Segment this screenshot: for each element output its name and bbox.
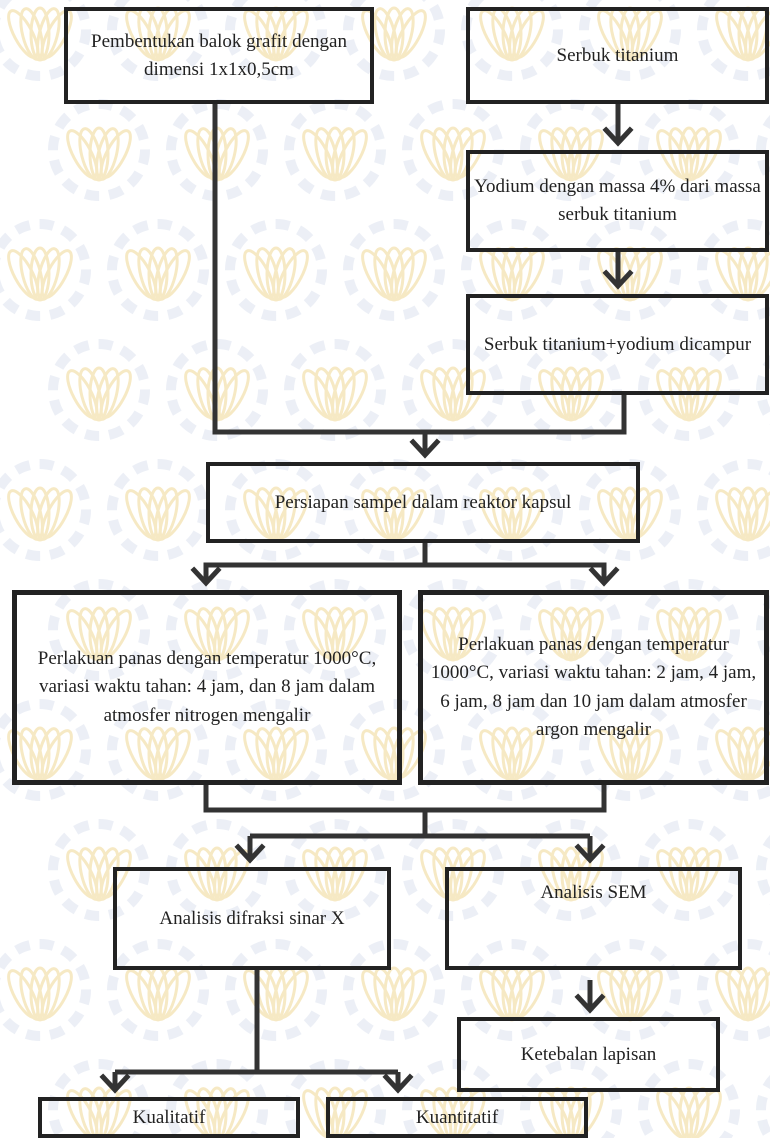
arrowhead-sem: [574, 843, 606, 864]
emblem-watermark-icon: [0, 459, 91, 561]
emblem-watermark-icon: [48, 339, 150, 441]
emblem-watermark-icon: [107, 939, 209, 1041]
emblem-watermark-icon: [697, 0, 770, 81]
arrowhead-qualitative: [99, 1073, 131, 1094]
node-titanium-powder: Serbuk titanium: [466, 7, 769, 104]
node-heat-argon-text: Perlakuan panas dengan temperatur 1000°C…: [430, 633, 757, 741]
node-capsule: Persiapan sampel dalam reaktor kapsul: [206, 462, 640, 543]
emblem-watermark-icon: [520, 579, 622, 681]
node-graphite-block: Pembentukan balok grafit dengan dimensi …: [64, 7, 374, 104]
node-thickness: Ketebalan lapisan: [457, 1017, 720, 1092]
emblem-watermark-icon: [225, 699, 327, 801]
emblem-watermark-icon: [284, 579, 386, 681]
emblem-watermark-icon: [343, 219, 445, 321]
emblem-watermark-icon: [284, 99, 386, 201]
node-heat-argon: Perlakuan panas dengan temperatur 1000°C…: [418, 590, 769, 785]
arrowhead-iodine: [602, 126, 634, 147]
arrowhead-xrd: [234, 843, 266, 864]
emblem-watermark-icon: [0, 219, 91, 321]
emblem-watermark-icon: [48, 579, 150, 681]
connector-mix-to-merge: [425, 395, 627, 435]
node-xrd: Analisis difraksi sinar X: [113, 867, 391, 970]
node-graphite-block-text: Pembentukan balok grafit dengan dimensi …: [91, 30, 347, 80]
node-mix-text: Serbuk titanium+yodium dicampur: [483, 333, 752, 355]
node-iodine: Yodium dengan massa 4% dari massa serbuk…: [466, 150, 769, 252]
emblem-watermark-icon: [107, 459, 209, 561]
node-heat-nitrogen-text: Perlakuan panas dengan temperatur 1000°C…: [37, 647, 377, 726]
node-capsule-text: Persiapan sampel dalam reaktor kapsul: [274, 491, 572, 513]
node-titanium-powder-text: Serbuk titanium: [556, 44, 679, 66]
emblem-watermark-icon: [638, 579, 740, 681]
emblem-watermark-icon: [756, 834, 770, 906]
emblem-watermark-icon: [166, 579, 268, 681]
emblem-watermark-icon: [0, 939, 91, 1041]
emblem-watermark-icon: [638, 1059, 740, 1138]
emblem-watermark-icon: [343, 0, 445, 81]
arrowhead-heat-nitrogen: [190, 566, 222, 587]
emblem-watermark-icon: [402, 1059, 504, 1138]
arrowhead-capsule: [409, 438, 441, 459]
node-quantitative: Kuantitatif: [326, 1097, 588, 1138]
emblem-watermark-icon: [225, 219, 327, 321]
node-qualitative-text: Kualitatif: [132, 1106, 206, 1128]
arrowhead-quantitative: [382, 1073, 414, 1094]
node-xrd-text: Analisis difraksi sinar X: [159, 907, 345, 929]
arrowhead-mix: [602, 269, 634, 290]
emblem-watermark-icon: [48, 99, 150, 201]
node-sem-text: Analisis SEM: [540, 882, 647, 903]
node-mix: Serbuk titanium+yodium dicampur: [466, 294, 769, 395]
emblem-watermark-icon: [284, 339, 386, 441]
emblem-watermark-icon: [756, 1074, 770, 1138]
connector-heat-merge: [203, 785, 607, 813]
node-heat-nitrogen: Perlakuan panas dengan temperatur 1000°C…: [12, 590, 402, 785]
emblem-watermark-icon: [756, 594, 770, 666]
node-qualitative: Kualitatif: [38, 1097, 300, 1138]
connector-capsule-split-right: [425, 562, 607, 583]
emblem-watermark-icon: [697, 459, 770, 561]
emblem-watermark-icon: [107, 0, 209, 81]
connector-graphite-to-merge: [212, 104, 425, 435]
emblem-watermark-icon: [107, 219, 209, 321]
arrowhead-heat-argon: [588, 566, 620, 587]
node-iodine-text: Yodium dengan massa 4% dari massa serbuk…: [474, 176, 761, 225]
emblem-watermark-icon: [756, 354, 770, 426]
emblem-watermark-icon: [402, 579, 504, 681]
emblem-watermark-icon: [579, 699, 681, 801]
emblem-watermark-icon: [0, 0, 91, 81]
node-sem: Analisis SEM: [445, 867, 742, 970]
node-quantitative-text: Kuantitatif: [415, 1106, 499, 1128]
emblem-watermark-icon: [697, 699, 770, 801]
arrowhead-thickness: [574, 993, 606, 1014]
node-thickness-text: Ketebalan lapisan: [520, 1043, 657, 1065]
connector-capsule-split: [203, 543, 428, 583]
